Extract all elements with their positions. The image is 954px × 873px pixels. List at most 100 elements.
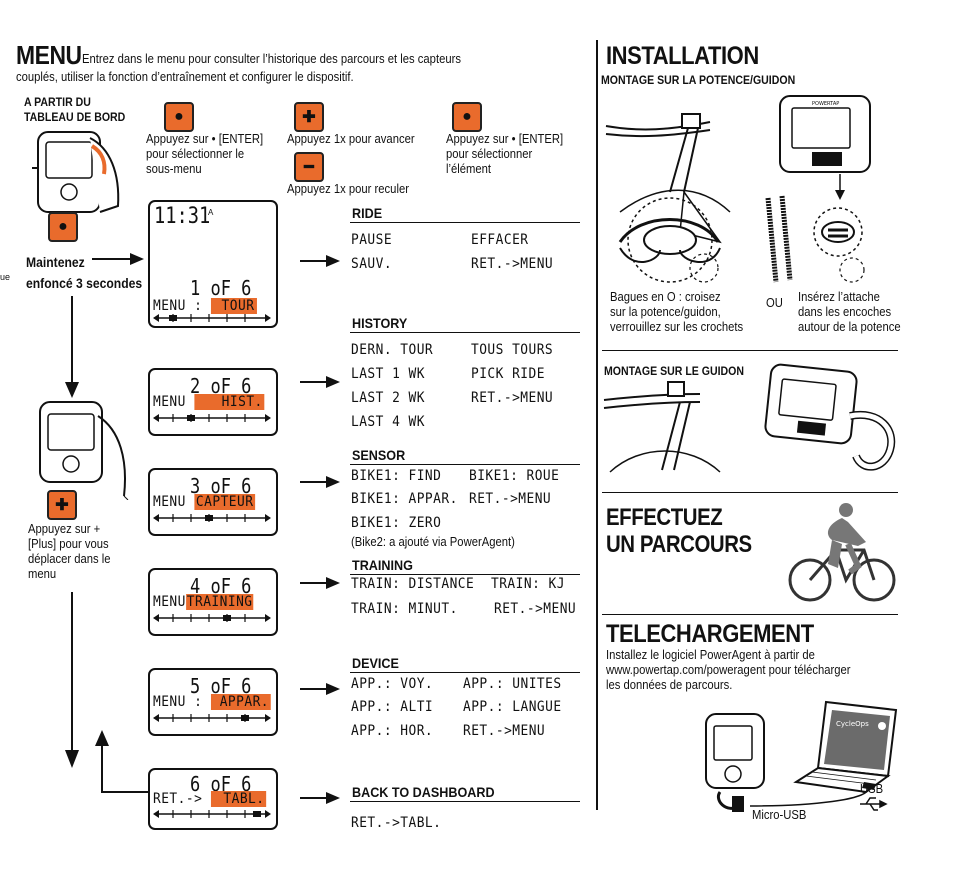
arrow-right-icon [300, 255, 340, 267]
section-training-rule [350, 574, 580, 575]
lcd-menu-label-1: MENU : TOUR [153, 298, 258, 314]
plus-nav-instruction: Appuyez sur + [Plus] pour vous déplacer … [28, 522, 111, 581]
lcd-screen-6: 6 oF 6 RET.-> TABL. [148, 768, 278, 830]
lcd-menu-label-3: MENU CAPTEUR [153, 494, 256, 510]
hold-instruction: Maintenez enfoncé 3 secondes [26, 255, 143, 291]
ride-item: PAUSE [351, 232, 393, 248]
lcd-count-1: 1 oF 6 [190, 276, 252, 300]
ride-item: EFFACER [471, 232, 529, 248]
section-training-title: TRAINING [352, 557, 413, 573]
minus-icon: ━ [304, 159, 314, 176]
training-item: TRAIN: DISTANCE [351, 576, 475, 592]
arrow-right-icon [300, 577, 340, 589]
section-sensor-rule [350, 464, 580, 465]
device-item: APP.: ALTI [351, 699, 434, 715]
arrow-right-icon [300, 792, 340, 804]
lcd-menu-label-4: MENUTRAINING [153, 594, 254, 610]
section-device-title: DEVICE [352, 655, 399, 671]
arrow-right-icon [92, 253, 144, 265]
training-item: TRAIN: KJ [491, 576, 565, 592]
lcd-progress-5 [153, 714, 271, 722]
side-fragment: ue [0, 272, 11, 282]
lcd-highlight-training: TRAINING [185, 594, 254, 610]
lcd-time-flag: A [208, 208, 214, 217]
section-history-rule [350, 332, 580, 333]
from-dashboard-label: A PARTIR DU TABLEAU DE BORD [24, 95, 126, 124]
training-item: RET.->MENU [494, 601, 577, 617]
lcd-menu-label-5: MENU : APPAR. [153, 694, 271, 710]
history-item: DERN. TOUR [351, 342, 434, 358]
enter-button-select[interactable]: ● [452, 102, 482, 132]
lcd-screen-2: 2 oF 6 MENU HIST. [148, 368, 278, 436]
dot-icon: ● [462, 108, 472, 125]
device-item: APP.: HOR. [351, 723, 434, 739]
ride-item: SAUV. [351, 256, 393, 272]
stem-mount-illustration: POWERTAP [605, 95, 871, 283]
arrow-down-long-icon [65, 592, 79, 768]
ride-title: EFFECTUEZ UN PARCOURS [606, 504, 752, 558]
minus-button[interactable]: ━ [294, 152, 324, 182]
dot-icon: ● [58, 218, 68, 235]
menu-title: MENU [16, 40, 82, 70]
dot-icon: ● [174, 108, 184, 125]
lcd-highlight-tabl: TABL. [210, 791, 267, 807]
enter-submenu-instruction: Appuyez sur • [ENTER] pour sélectionner … [146, 132, 264, 176]
lcd-progress-2 [153, 414, 271, 422]
plus-icon: ✚ [55, 497, 69, 514]
plus-button[interactable]: ✚ [294, 102, 324, 132]
device-brand: POWERTAP [812, 101, 839, 107]
lcd-progress-3 [153, 514, 271, 522]
plus-icon: ✚ [302, 109, 316, 126]
arrow-down-icon [65, 296, 79, 398]
history-item: PICK RIDE [471, 366, 545, 382]
enter-select-instruction: Appuyez sur • [ENTER] pour sélectionner … [446, 132, 564, 176]
sensor-item: BIKE1: FIND [351, 468, 442, 484]
training-item: TRAIN: MINUT. [351, 601, 458, 617]
download-section-rule [602, 614, 898, 615]
history-item: RET.->MENU [471, 390, 554, 406]
enter-button-dashboard[interactable]: ● [48, 212, 78, 242]
lcd-screen-5: 5 oF 6 MENU : APPAR. [148, 668, 278, 736]
stem-mount-title: MONTAGE SUR LA POTENCE/GUIDON [601, 73, 796, 87]
stem-caption-left: Bagues en O : croisez sur la potence/gui… [610, 290, 744, 334]
arrow-right-icon [300, 476, 340, 488]
micro-usb-label: Micro-USB [752, 808, 807, 822]
arrow-loop-up-icon [95, 730, 148, 793]
arrow-right-icon [300, 683, 340, 695]
sensor-item: RET.->MENU [469, 491, 552, 507]
arrow-right-icon [300, 376, 340, 388]
lcd-progress-6 [153, 810, 271, 818]
sensor-item: BIKE1: ROUE [469, 468, 560, 484]
usb-label: USB [860, 782, 884, 796]
section-ride-title: RIDE [352, 205, 383, 221]
device-hand-illustration-middle [39, 401, 129, 500]
device-hand-illustration-top [32, 131, 120, 213]
section-ride-rule [350, 222, 580, 223]
section-device-rule [350, 672, 580, 673]
section-sensor-title: SENSOR [352, 447, 406, 463]
device-item: APP.: UNITES [463, 676, 562, 692]
lcd-screen-1: 11:31 A 1 oF 6 MENU : TOUR [148, 200, 278, 328]
bar-mount-title: MONTAGE SUR LE GUIDON [604, 364, 745, 378]
installation-title: INSTALLATION [606, 42, 759, 70]
history-item: LAST 1 WK [351, 366, 425, 382]
stem-caption-or: OU [766, 296, 783, 310]
lcd-progress-4 [153, 614, 271, 622]
sensor-item: BIKE1: APPAR. [351, 491, 458, 507]
menu-intro-line1: Entrez dans le menu pour consulter l’his… [82, 52, 461, 66]
device-item: APP.: LANGUE [463, 699, 562, 715]
section-back-title: BACK TO DASHBOARD [352, 784, 495, 800]
lcd-time: 11:31 [154, 204, 211, 229]
cyclist-icon [788, 503, 896, 602]
plus-instruction: Appuyez 1x pour avancer [287, 132, 415, 146]
enter-button-submenu[interactable]: ● [164, 102, 194, 132]
minus-instruction: Appuyez 1x pour reculer [287, 182, 409, 196]
plus-button-nav[interactable]: ✚ [47, 490, 77, 520]
download-text: Installez le logiciel PowerAgent à parti… [606, 648, 851, 692]
lcd-highlight-hist: HIST. [194, 394, 265, 410]
download-illustration: CycleOps [705, 700, 898, 812]
download-title: TELECHARGEMENT [606, 620, 814, 648]
lcd-menu-label-6: RET.-> TABL. [153, 791, 267, 807]
lcd-screen-3: 3 oF 6 MENU CAPTEUR [148, 468, 278, 536]
bar-mount-illustration [603, 363, 896, 473]
